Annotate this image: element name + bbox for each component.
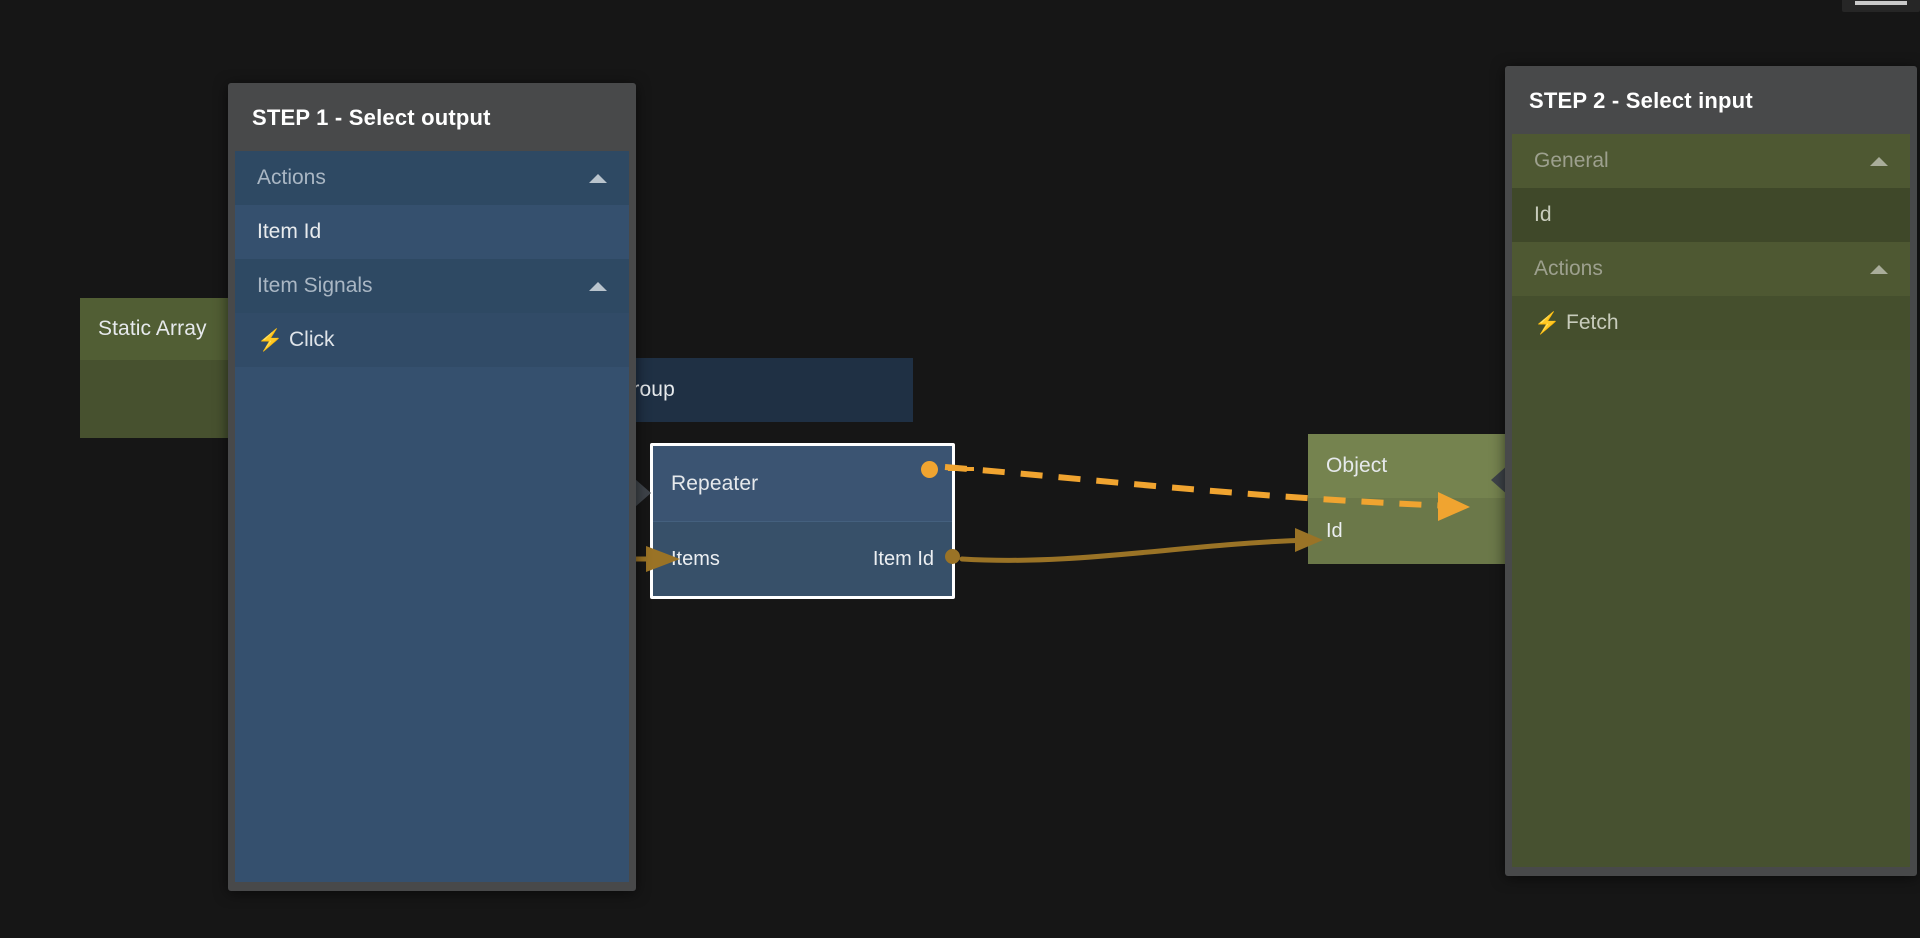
repeater-input-port-label[interactable]: Items — [671, 547, 720, 570]
object-input-row: Id — [1308, 498, 1505, 564]
chevron-up-icon[interactable] — [589, 282, 607, 291]
object-signal-input-nub[interactable] — [1491, 464, 1509, 496]
repeater-itemid-output-socket[interactable] — [945, 549, 960, 564]
row-label: Item Signals — [257, 274, 373, 297]
step-1-row-click[interactable]: ⚡ Click — [235, 313, 629, 367]
step-1-title: STEP 1 - Select output — [252, 105, 491, 130]
window-menu-button[interactable] — [1842, 0, 1920, 12]
step-2-list[interactable]: General Id Actions ⚡ Fetch — [1512, 134, 1910, 867]
repeater-signal-output-socket[interactable] — [921, 461, 938, 478]
repeater-output-port-label[interactable]: Item Id — [872, 547, 934, 570]
step-1-panel[interactable]: STEP 1 - Select output Actions Item Id I… — [228, 83, 636, 891]
step-2-row-general[interactable]: General — [1512, 134, 1910, 188]
step-2-title: STEP 2 - Select input — [1529, 88, 1753, 113]
step-1-row-item-signals[interactable]: Item Signals — [235, 259, 629, 313]
step-1-row-actions[interactable]: Actions — [235, 151, 629, 205]
row-label: General — [1534, 149, 1609, 172]
step-2-row-id[interactable]: Id — [1512, 188, 1910, 242]
step-1-row-item-id[interactable]: Item Id — [235, 205, 629, 259]
step-1-list[interactable]: Actions Item Id Item Signals ⚡ Click — [235, 151, 629, 882]
row-label: Actions — [1534, 257, 1603, 280]
lightning-bolt-icon: ⚡ — [1534, 311, 1561, 335]
repeater-ports-row: Items Item Id — [653, 521, 952, 596]
step-2-panel[interactable]: STEP 2 - Select input General Id Actions… — [1505, 66, 1917, 876]
row-label: Actions — [257, 166, 326, 189]
lightning-bolt-icon: ⚡ — [257, 328, 284, 352]
node-title: Repeater — [653, 446, 952, 521]
chevron-up-icon[interactable] — [589, 174, 607, 183]
row-label: Click — [289, 328, 335, 351]
node-repeater[interactable]: Repeater Items Item Id — [635, 443, 974, 599]
chevron-up-icon[interactable] — [1870, 157, 1888, 166]
repeater-signal-input-nub[interactable] — [635, 479, 651, 507]
node-title: Object — [1308, 434, 1505, 498]
repeater-signal-output-stub — [948, 467, 974, 471]
node-title: Group — [598, 358, 913, 422]
step-2-row-actions[interactable]: Actions — [1512, 242, 1910, 296]
node-object[interactable]: Object Id — [1308, 434, 1509, 564]
data-wire — [959, 537, 1313, 563]
node-group[interactable]: Group — [598, 358, 913, 422]
hamburger-icon — [1855, 1, 1907, 5]
chevron-up-icon[interactable] — [1870, 265, 1888, 274]
object-input-port-label[interactable]: Id — [1326, 519, 1343, 542]
row-label: Item Id — [257, 220, 322, 243]
row-label: Fetch — [1566, 311, 1619, 334]
step-2-row-fetch[interactable]: ⚡ Fetch — [1512, 296, 1910, 350]
row-label: Id — [1534, 203, 1552, 226]
